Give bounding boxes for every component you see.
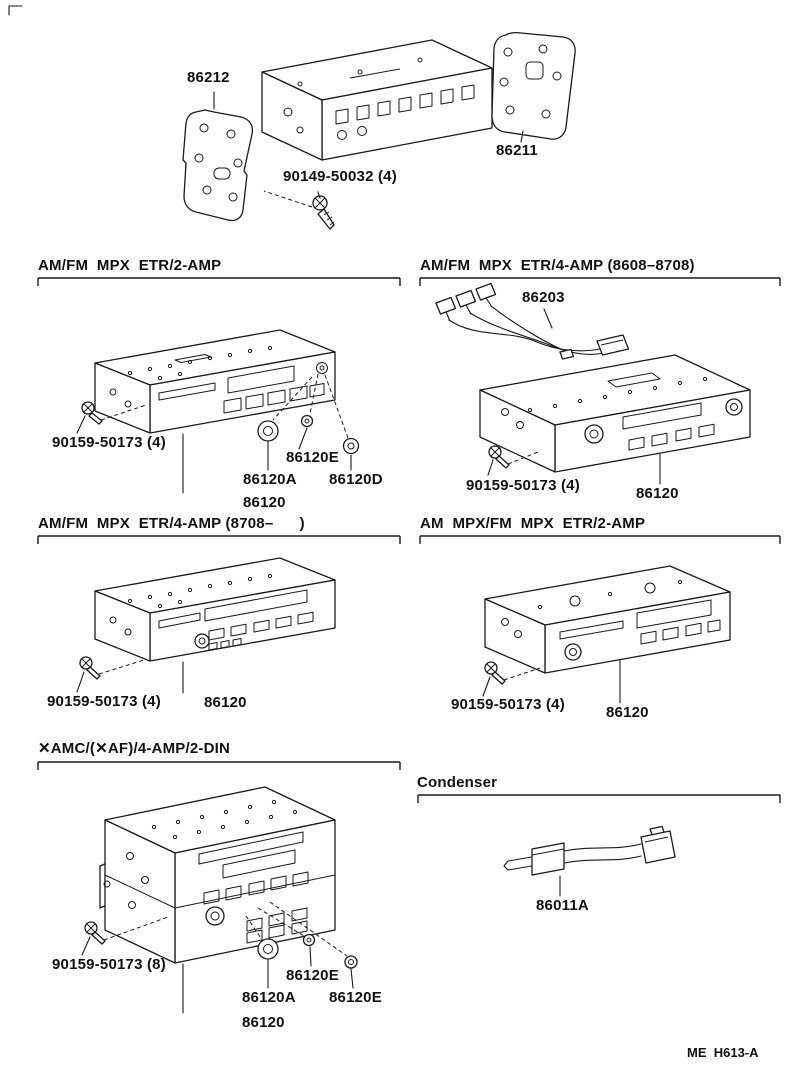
label-screw-2din: 90159-50173 (8) <box>52 956 166 973</box>
leader-lines-2amp <box>76 415 352 494</box>
label-screw-etr4amp-late: 90159-50173 (4) <box>47 693 161 710</box>
condenser-drawing <box>503 825 676 897</box>
section-title-am-mpx: AM MPX/FM MPX ETR/2-AMP <box>420 515 646 532</box>
bracket-right-drawing <box>491 31 576 140</box>
label-knob-86120a: 86120A <box>243 471 297 488</box>
label-bracket-86212: 86212 <box>187 69 230 86</box>
section-rules <box>37 277 781 803</box>
harness-drawing <box>435 282 630 360</box>
label-harness-86203: 86203 <box>522 289 565 306</box>
label-radio-2din: 86120 <box>242 1014 285 1031</box>
section-title-etr4amp-early: AM/FM MPX ETR/4-AMP (8608–8708) <box>420 257 695 274</box>
leader-lines-am-mpx <box>482 659 621 704</box>
screw-drawing-top <box>263 190 335 230</box>
section-title-etr2amp: AM/FM MPX ETR/2-AMP <box>38 257 222 274</box>
label-condenser-86011a: 86011A <box>536 897 589 914</box>
screw-drawing-am-mpx <box>484 661 541 685</box>
leader-lines-4amp-late <box>76 661 184 694</box>
page-code: ME H613-A <box>687 1045 759 1060</box>
screw-drawing-4amp-late <box>79 656 145 680</box>
label-knob-86120e-1: 86120E <box>286 967 339 984</box>
screw-drawing-2amp <box>81 401 147 425</box>
label-radio-etr4amp-late: 86120 <box>204 694 247 711</box>
screw-drawing-2din <box>84 916 169 945</box>
radio-2din-drawing <box>99 786 336 964</box>
knobs-2din-drawing <box>245 901 358 969</box>
radio-4amp-late-drawing <box>94 557 336 662</box>
label-screw-am-mpx: 90159-50173 (4) <box>451 696 565 713</box>
label-radio-etr4amp-early: 86120 <box>636 485 679 502</box>
leader-lines-2din <box>81 936 354 1014</box>
radio-am-mpx-drawing <box>484 565 731 674</box>
label-radio-am-mpx: 86120 <box>606 704 649 721</box>
label-radio-etr2amp: 86120 <box>243 494 286 511</box>
label-knob-86120d: 86120D <box>329 471 383 488</box>
knobs-2amp-drawing <box>257 373 360 455</box>
radio-2amp-drawing <box>94 329 336 434</box>
head-unit-drawing <box>261 39 493 161</box>
label-bracket-86211: 86211 <box>496 142 538 159</box>
bracket-left-drawing <box>182 109 254 222</box>
section-title-condenser: Condenser <box>417 774 498 791</box>
label-knob-86120e: 86120E <box>286 449 339 466</box>
screw-drawing-4amp-early <box>488 445 539 469</box>
leader-lines-top <box>213 91 524 199</box>
leader-lines-4amp-early <box>487 308 661 485</box>
label-knob-86120e-2: 86120E <box>329 989 382 1006</box>
section-title-etr4amp-late: AM/FM MPX ETR/4-AMP (8708– ) <box>38 515 305 532</box>
section-title-amc-2din: ✕AMC/(✕AF)/4-AMP/2-DIN <box>38 740 231 757</box>
label-screw-etr2amp: 90159-50173 (4) <box>52 434 166 451</box>
corner-mark <box>8 5 23 16</box>
label-knob-86120a-2: 86120A <box>242 989 296 1006</box>
label-screw-etr4amp-early: 90159-50173 (4) <box>466 477 580 494</box>
radio-4amp-early-drawing <box>479 354 751 473</box>
label-screw-90149: 90149-50032 (4) <box>283 168 397 185</box>
